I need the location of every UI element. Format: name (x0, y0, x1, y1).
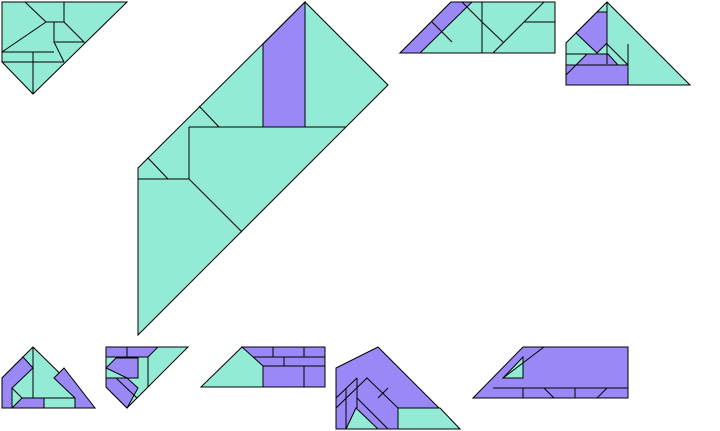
mint-piece (397, 407, 462, 430)
piece-edges (356, 397, 389, 430)
piece-fill (471, 346, 629, 399)
purple-piece (262, 0, 306, 128)
piece-edges (565, 64, 577, 76)
purple-piece (105, 346, 160, 358)
piece-edges (115, 377, 138, 399)
piece-edges (198, 105, 220, 128)
piece-edges (1, 21, 47, 53)
puzzle-parallelogram-bottom-right[interactable] (471, 346, 629, 399)
piece-edges (431, 21, 453, 43)
purple-piece (565, 64, 629, 86)
piece-edges (502, 346, 545, 379)
purple-piece (398, 1, 474, 54)
puzzle-triangle-top-right[interactable] (565, 1, 692, 86)
piece-fill (137, 1, 389, 337)
piece-edges (188, 178, 243, 233)
piece-edges (147, 157, 169, 180)
puzzle-trapezoid-bottom[interactable] (199, 346, 326, 388)
piece-edges (377, 387, 389, 399)
puzzle-triangle-bottom-left[interactable] (1, 346, 97, 409)
puzzle-pentagon-bottom[interactable] (105, 346, 190, 409)
purple-piece (105, 357, 139, 379)
piece-edges (53, 21, 86, 43)
piece-edges (11, 387, 23, 399)
piece-edges (481, 21, 504, 43)
piece-edges (492, 1, 545, 54)
piece-edges (596, 387, 608, 399)
purple-piece (105, 377, 139, 409)
puzzle-trapezoid-top[interactable] (398, 1, 556, 54)
piece-edges (606, 43, 629, 67)
piece-edges (543, 387, 555, 399)
purple-piece (53, 367, 97, 409)
puzzle-house-bottom[interactable] (335, 346, 462, 430)
piece-edges (461, 1, 483, 23)
mint-piece (501, 355, 524, 379)
puzzle-triangle-top-left[interactable] (1, 1, 129, 95)
mint-piece (345, 407, 380, 430)
puzzle-large-parallelogram[interactable] (137, 0, 389, 337)
piece-edges (24, 1, 65, 23)
piece-edges (53, 41, 65, 63)
